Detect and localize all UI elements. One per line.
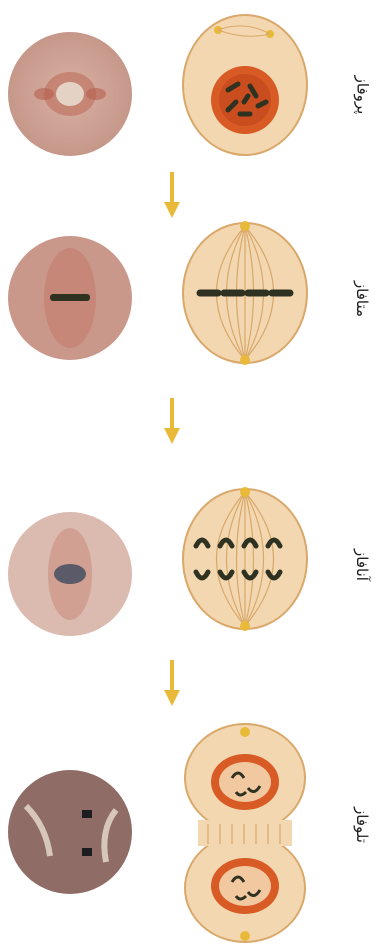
micrograph-metaphase xyxy=(6,232,134,364)
stage-telophase: تلوفاز xyxy=(0,720,392,950)
diagram-metaphase xyxy=(178,218,312,368)
stage-anaphase: آنافاز xyxy=(0,460,392,660)
arrow-down-icon xyxy=(163,660,181,706)
stage-prophase: پروفاز xyxy=(0,0,392,200)
micrograph-telophase xyxy=(6,766,134,898)
label-telophase: تلوفاز xyxy=(350,770,374,880)
label-prophase: پروفاز xyxy=(350,40,374,150)
diagram-anaphase xyxy=(178,484,312,634)
micrograph-prophase xyxy=(6,28,134,160)
arrow-down-icon xyxy=(163,398,181,444)
micrograph-anaphase xyxy=(6,508,134,640)
stage-metaphase: متافاز xyxy=(0,218,392,418)
arrow-down-icon xyxy=(163,172,181,218)
diagram-telophase xyxy=(178,720,312,948)
diagram-prophase xyxy=(178,10,312,160)
label-anaphase: آنافاز xyxy=(350,510,374,620)
label-metaphase: متافاز xyxy=(350,244,374,354)
